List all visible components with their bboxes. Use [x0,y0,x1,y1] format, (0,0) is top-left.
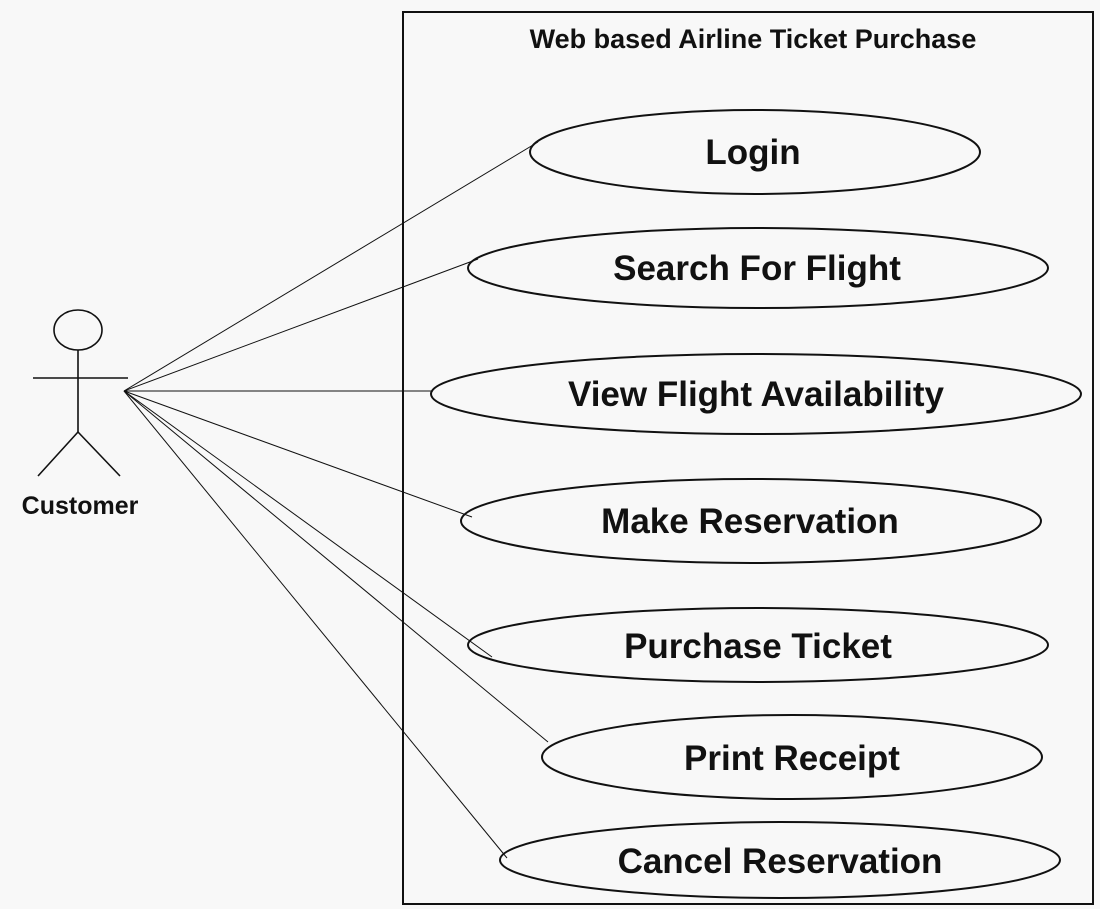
use-case-make-reservation: Make Reservation [460,478,1042,564]
use-case-ellipse [467,607,1049,683]
use-case-label: Login [705,133,800,172]
use-case-label: Search For Flight [613,249,901,288]
association-line-cancel-reservation [123,390,508,859]
actor-name: Customer [22,492,139,520]
use-case-ellipse [430,353,1082,435]
associations [123,141,549,859]
system-title: Web based Airline Ticket Purchase [530,24,977,54]
use-case-label: View Flight Availability [568,375,945,414]
use-case-print-receipt: Print Receipt [541,714,1043,800]
system-boundary: Web based Airline Ticket Purchase [402,11,1094,905]
use-case-purchase-ticket: Purchase Ticket [467,607,1049,683]
use-case-ellipse [529,109,981,195]
association-line-search-for-flight [123,258,479,392]
use-case-label: Make Reservation [601,502,899,541]
actor-right-leg [77,431,121,477]
use-case-label: Print Receipt [684,739,900,778]
use-case-ellipse [460,478,1042,564]
actor-customer: Customer [22,309,139,520]
association-line-print-receipt [123,390,549,743]
stick-figure-icon [33,309,128,477]
use-case-label: Purchase Ticket [624,627,892,666]
use-case-ellipse [467,227,1049,309]
use-case-view-flight-availability: View Flight Availability [430,353,1082,435]
use-case-login: Login [529,109,981,195]
system-boundary-box [402,11,1094,905]
use-case-ellipse [499,821,1061,899]
actor-head [53,309,103,351]
actor-left-leg [37,431,79,477]
use-case-cancel-reservation: Cancel Reservation [499,821,1061,899]
association-line-make-reservation [123,390,473,518]
association-line-purchase-ticket [123,390,493,658]
use-case-search-for-flight: Search For Flight [467,227,1049,309]
use-case-label: Cancel Reservation [618,842,943,881]
association-line-login [123,141,539,392]
use-case-ellipse [541,714,1043,800]
